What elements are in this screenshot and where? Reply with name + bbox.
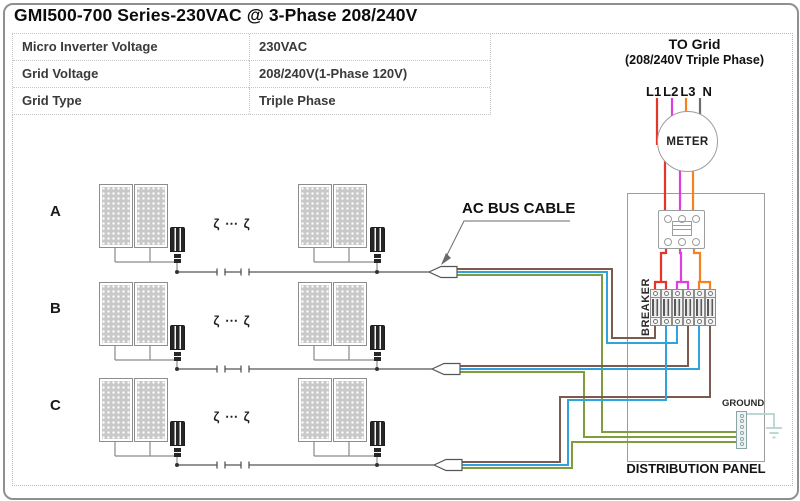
- ground-terminal-block: [736, 411, 747, 449]
- ac-bus-leader: [441, 220, 570, 265]
- spec-row-label: Grid Type: [22, 93, 82, 108]
- phase-labels: L1 L2 L3 N: [646, 84, 714, 99]
- to-grid-header: TO Grid (208/240V Triple Phase): [602, 36, 787, 67]
- pv-panel: [333, 184, 367, 248]
- meter-label: METER: [666, 135, 709, 148]
- phase-label-l1: L1: [646, 84, 662, 99]
- array-continuation-symbol: ζ ⋯ ζ: [213, 216, 251, 231]
- junction-dots: [175, 270, 379, 467]
- diagram-outer-border: [3, 3, 799, 500]
- main-switch: [658, 210, 705, 249]
- wire-rowC-neutral-blue: [460, 326, 667, 466]
- wire-rowB-line-brown: [458, 326, 689, 367]
- row-trunk-lines: [177, 268, 434, 469]
- wire-rowA-ground-green: [455, 274, 737, 433]
- micro-inverter: [170, 421, 185, 457]
- spec-row-value: 230VAC: [249, 34, 490, 61]
- wire-rowA-neutral-blue: [455, 271, 678, 344]
- to-grid-line1: TO Grid: [668, 36, 721, 52]
- wire-rowA-line-brown: [455, 268, 656, 339]
- breaker-bank: [650, 289, 716, 326]
- wire-rowC-line-brown: [460, 326, 711, 463]
- spec-row-label: Grid Voltage: [13, 61, 249, 88]
- pv-panel: [99, 378, 133, 442]
- pv-panel: [134, 282, 168, 346]
- page-title: GMI500-700 Series-230VAC @ 3-Phase 208/2…: [14, 5, 418, 25]
- spec-row-value: Triple Phase: [249, 88, 490, 114]
- breaker-pole: [650, 289, 661, 326]
- pv-panel: [298, 378, 332, 442]
- pv-panel: [298, 282, 332, 346]
- pv-panel: [333, 378, 367, 442]
- meter: METER: [657, 111, 718, 172]
- wire-l2-breaker-jumper: [675, 247, 690, 290]
- row-label-c: C: [50, 397, 61, 414]
- distribution-panel-box: [627, 193, 765, 462]
- ac-bus-connectors: [427, 265, 463, 472]
- micro-inverter: [370, 227, 385, 263]
- earth-symbol: [747, 413, 782, 439]
- array-continuation-symbol: ζ ⋯ ζ: [213, 409, 251, 424]
- breaker-pole: [672, 289, 683, 326]
- breaker-pole: [705, 289, 716, 326]
- spec-table: Micro Inverter Voltage 230VAC Grid Volta…: [12, 33, 491, 115]
- spec-row-label: Micro Inverter Voltage: [13, 34, 249, 61]
- panel-frame-wires: [114, 246, 378, 465]
- to-grid-line2: (208/240V Triple Phase): [625, 53, 764, 67]
- wire-l1-breaker-jumper: [653, 247, 668, 290]
- micro-inverter: [370, 421, 385, 457]
- row-label-b: B: [50, 300, 61, 317]
- phase-label-l2: L2: [663, 84, 679, 99]
- pv-panel: [298, 184, 332, 248]
- array-continuation-symbol: ζ ⋯ ζ: [213, 313, 251, 328]
- ground-label: GROUND: [722, 398, 765, 409]
- phase-label-n: N: [702, 84, 712, 99]
- wire-l3-breaker-jumper: [692, 247, 712, 290]
- breaker-pole: [694, 289, 705, 326]
- row-label-a: A: [50, 203, 61, 220]
- breaker-pole: [661, 289, 672, 326]
- wire-rowB-neutral-blue: [458, 326, 700, 370]
- pv-panel: [134, 378, 168, 442]
- micro-inverter: [370, 325, 385, 361]
- phase-label-l3: L3: [680, 84, 696, 99]
- micro-inverter: [170, 227, 185, 263]
- pv-panel: [134, 184, 168, 248]
- ac-bus-cable-label: AC BUS CABLE: [462, 200, 576, 217]
- wire-rowB-ground-green: [458, 371, 737, 438]
- pv-panel: [333, 282, 367, 346]
- micro-inverter: [170, 325, 185, 361]
- switch-plate: [672, 221, 692, 236]
- distribution-panel-label: DISTRIBUTION PANEL: [626, 461, 766, 476]
- pv-panel: [99, 184, 133, 248]
- breaker-pole: [683, 289, 694, 326]
- wire-rowC-ground-green: [460, 441, 737, 469]
- spec-row-value: 208/240V(1-Phase 120V): [249, 61, 490, 88]
- pv-panel: [99, 282, 133, 346]
